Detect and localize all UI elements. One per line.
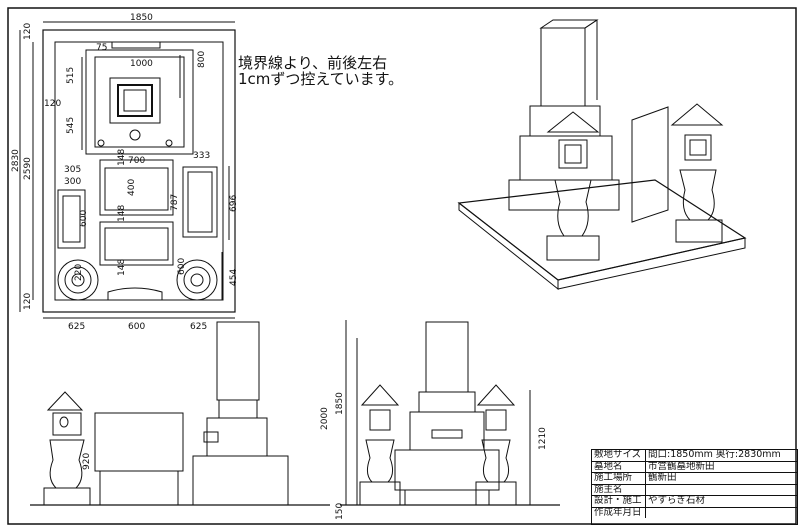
dim-1850: 1850 <box>335 392 345 415</box>
title-row-label: 墓地名 <box>592 461 646 472</box>
dim-148c: 148 <box>117 259 127 276</box>
dim-333: 333 <box>193 151 210 161</box>
title-block: 敷地サイズ 間口:1850mm 奥行:2830mm 墓地名 市営鶴墓地新田 施工… <box>591 449 798 525</box>
dim-75: 75 <box>96 43 107 53</box>
setback-note-line1: 境界線より、前後左右 <box>238 54 388 72</box>
dim-696: 696 <box>229 195 239 212</box>
plan-view <box>19 21 236 319</box>
dim-220: 220 <box>74 264 84 281</box>
dim-515: 515 <box>66 67 76 84</box>
title-row-label: 作成年月日 <box>592 507 646 518</box>
dim-148b: 148 <box>117 205 127 222</box>
perspective-view <box>457 19 747 291</box>
dim-700: 700 <box>128 156 145 166</box>
title-row-value: 鶴新田 <box>648 473 677 483</box>
dim-bottom-left: 625 <box>68 322 85 332</box>
setback-note-line2: 1cmずつ控えています。 <box>238 70 404 88</box>
title-row-value <box>646 485 648 496</box>
dim-1000: 1000 <box>130 59 153 69</box>
title-row-label: 施工場所 <box>592 473 646 484</box>
dim-150: 150 <box>335 503 345 520</box>
title-row: 施主名 <box>592 484 797 496</box>
title-row: 施工場所 鶴新田 <box>592 473 797 485</box>
dim-width-total: 1850 <box>130 13 153 23</box>
setback-note: 境界線より、前後左右 1cmずつ控えています。 <box>238 55 403 87</box>
dim-height-inner: 2590 <box>23 157 33 180</box>
dim-1210: 1210 <box>538 427 548 450</box>
dim-bottom-right: 625 <box>190 322 207 332</box>
dim-2000: 2000 <box>320 407 330 430</box>
title-row-value: 間口:1850mm 奥行:2830mm <box>648 450 781 460</box>
dim-600b: 600 <box>177 258 187 275</box>
dim-600: 600 <box>79 210 89 227</box>
title-row-value: やすらぎ石材 <box>648 496 706 506</box>
dim-920: 920 <box>82 453 92 470</box>
title-row: 墓地名 市営鶴墓地新田 <box>592 461 797 473</box>
dim-454: 454 <box>229 269 239 286</box>
title-row: 作成年月日 <box>592 507 797 519</box>
title-row: 敷地サイズ 間口:1850mm 奥行:2830mm <box>592 450 797 462</box>
title-row-value: 市営鶴墓地新田 <box>648 461 715 472</box>
dim-bottom-mid: 600 <box>128 322 145 332</box>
title-row-label: 施主名 <box>592 484 646 495</box>
dim-120: 120 <box>44 99 61 109</box>
dim-800: 800 <box>197 51 207 68</box>
dim-148a: 148 <box>117 149 127 166</box>
title-row-label: 敷地サイズ <box>592 450 646 461</box>
dim-545: 545 <box>66 117 76 134</box>
front-elevation <box>340 320 560 506</box>
dim-400: 400 <box>127 179 137 196</box>
dim-bottom-margin: 120 <box>23 293 33 310</box>
side-elevation <box>30 321 330 506</box>
title-row-value <box>646 508 648 519</box>
dim-787: 787 <box>170 194 180 211</box>
title-row: 設計・施工 やすらぎ石材 <box>592 496 797 508</box>
title-row-label: 設計・施工 <box>592 496 646 507</box>
dim-top-margin: 120 <box>23 23 33 40</box>
sheet-border <box>7 7 797 525</box>
dim-300: 300 <box>64 177 81 187</box>
dim-305: 305 <box>64 165 81 175</box>
dim-height-total: 2830 <box>11 149 21 172</box>
